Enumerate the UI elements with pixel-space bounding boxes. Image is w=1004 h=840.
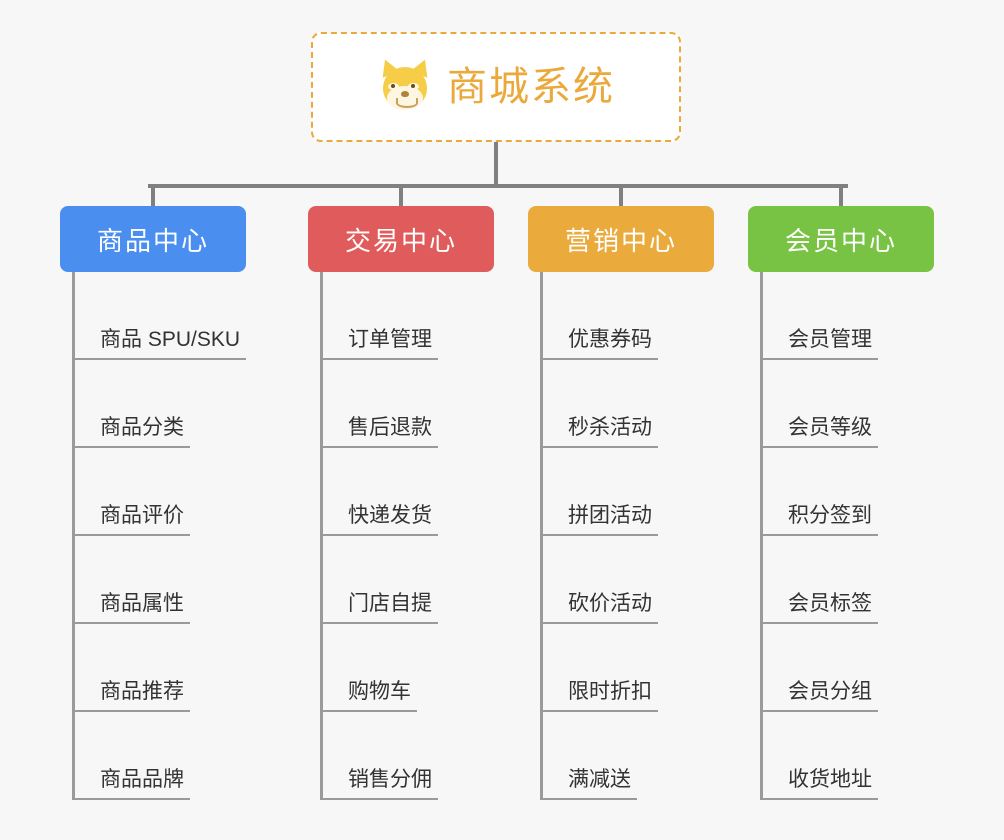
leaf-spine — [320, 272, 323, 800]
root-node-title: 商城系统 — [447, 65, 615, 109]
connector-branch-1 — [151, 184, 155, 208]
connector-branch-4 — [839, 184, 843, 208]
leaf-item-label: 快递发货 — [320, 505, 438, 536]
leaf-item-label: 会员管理 — [760, 329, 878, 360]
category-label: 交易中心 — [344, 225, 457, 256]
leaf-item-label: 秒杀活动 — [540, 417, 658, 448]
connector-horizontal-bar — [148, 184, 848, 188]
leaf-item[interactable]: 销售分佣 — [320, 712, 438, 800]
leaf-item-label: 订单管理 — [320, 329, 438, 360]
leaf-item-label: 限时折扣 — [540, 681, 658, 712]
leaf-item[interactable]: 购物车 — [320, 624, 417, 712]
leaf-item[interactable]: 订单管理 — [320, 272, 438, 360]
category-pill-4[interactable]: 会员中心 — [748, 206, 934, 272]
leaf-item-label: 会员等级 — [760, 417, 878, 448]
leaf-item[interactable]: 优惠券码 — [540, 272, 658, 360]
leaf-item-label: 商品 SPU/SKU — [72, 329, 247, 360]
leaf-item-label: 砍价活动 — [540, 593, 658, 624]
leaf-item[interactable]: 会员分组 — [760, 624, 878, 712]
leaf-item-label: 拼团活动 — [540, 505, 658, 536]
leaf-item[interactable]: 收货地址 — [760, 712, 878, 800]
leaf-item-label: 会员分组 — [760, 681, 878, 712]
leaf-item[interactable]: 会员标签 — [760, 536, 878, 624]
leaf-item-label: 商品分类 — [72, 417, 190, 448]
leaf-item-label: 商品属性 — [72, 593, 190, 624]
connector-branch-3 — [619, 184, 623, 208]
leaf-item[interactable]: 商品 SPU/SKU — [72, 272, 247, 360]
leaf-item[interactable]: 砍价活动 — [540, 536, 658, 624]
category-label: 营销中心 — [564, 225, 677, 256]
leaf-item[interactable]: 售后退款 — [320, 360, 438, 448]
category-pill-3[interactable]: 营销中心 — [528, 206, 714, 272]
leaf-item[interactable]: 商品属性 — [72, 536, 190, 624]
leaf-item[interactable]: 积分签到 — [760, 448, 878, 536]
leaf-item-label: 销售分佣 — [320, 769, 438, 800]
category-label: 商品中心 — [96, 225, 209, 256]
leaf-item-label: 售后退款 — [320, 417, 438, 448]
dog-face-icon — [376, 56, 434, 115]
leaf-item[interactable]: 快递发货 — [320, 448, 438, 536]
category-pill-2[interactable]: 交易中心 — [308, 206, 494, 272]
leaf-item-label: 门店自提 — [320, 593, 438, 624]
leaf-item-label: 商品推荐 — [72, 681, 190, 712]
leaf-spine — [72, 272, 75, 800]
leaf-item[interactable]: 拼团活动 — [540, 448, 658, 536]
category-pill-1[interactable]: 商品中心 — [60, 206, 246, 272]
leaf-item-label: 会员标签 — [760, 593, 878, 624]
leaf-item[interactable]: 秒杀活动 — [540, 360, 658, 448]
leaf-item[interactable]: 限时折扣 — [540, 624, 658, 712]
root-node-shopping-mall-system[interactable]: 商城系统 — [311, 32, 681, 142]
leaf-item[interactable]: 会员管理 — [760, 272, 878, 360]
leaf-spine — [760, 272, 763, 800]
leaf-item[interactable]: 商品分类 — [72, 360, 190, 448]
leaf-item-label: 购物车 — [320, 681, 417, 712]
leaf-item[interactable]: 商品推荐 — [72, 624, 190, 712]
leaf-spine — [540, 272, 543, 800]
connector-branch-2 — [399, 184, 403, 208]
leaf-item[interactable]: 会员等级 — [760, 360, 878, 448]
leaf-item[interactable]: 满减送 — [540, 712, 637, 800]
leaf-item[interactable]: 门店自提 — [320, 536, 438, 624]
leaf-item[interactable]: 商品品牌 — [72, 712, 190, 800]
leaf-item-label: 优惠券码 — [540, 329, 658, 360]
leaf-item-label: 满减送 — [540, 769, 637, 800]
leaf-item[interactable]: 商品评价 — [72, 448, 190, 536]
leaf-item-label: 积分签到 — [760, 505, 878, 536]
leaf-item-label: 商品品牌 — [72, 769, 190, 800]
leaf-item-label: 商品评价 — [72, 505, 190, 536]
connector-root-stem — [494, 142, 498, 186]
category-label: 会员中心 — [784, 225, 897, 256]
leaf-item-label: 收货地址 — [760, 769, 878, 800]
